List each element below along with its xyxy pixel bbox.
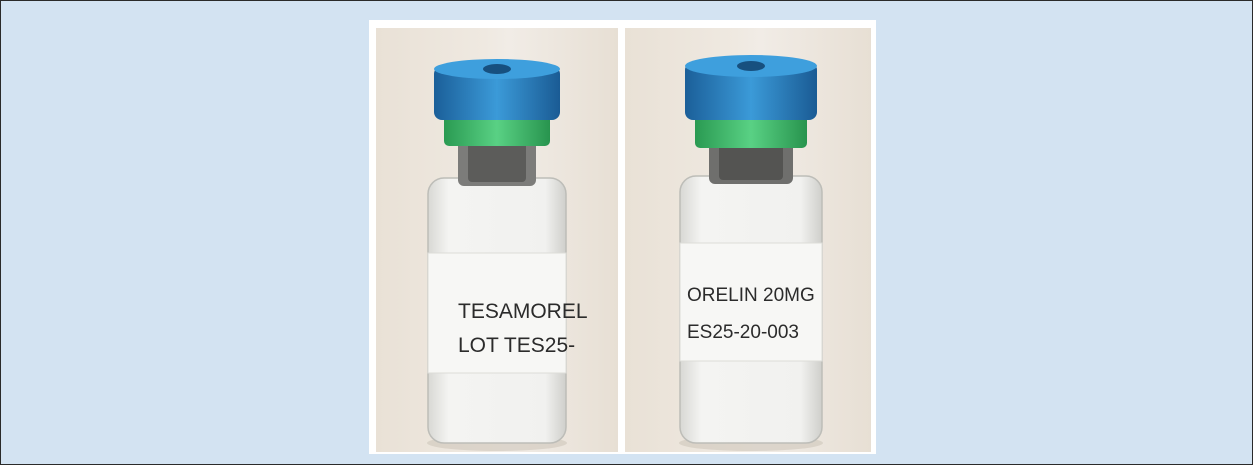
vial-photo-right: ORELIN 20MG ES25-20-003	[625, 28, 871, 452]
vial-label-line1-right: ORELIN 20MG	[687, 285, 815, 306]
vial-right: ORELIN 20MG ES25-20-003	[679, 55, 823, 451]
photo-mat: TESAMOREL LOT TES25-	[369, 20, 876, 454]
vial-label-line1-left: TESAMOREL	[458, 300, 588, 323]
vial-label-line2-left: LOT TES25-	[458, 334, 575, 357]
vial-label-line2-right: ES25-20-003	[687, 322, 799, 343]
vial-left: TESAMOREL LOT TES25-	[427, 59, 588, 451]
vial-photo-left: TESAMOREL LOT TES25-	[376, 28, 618, 452]
